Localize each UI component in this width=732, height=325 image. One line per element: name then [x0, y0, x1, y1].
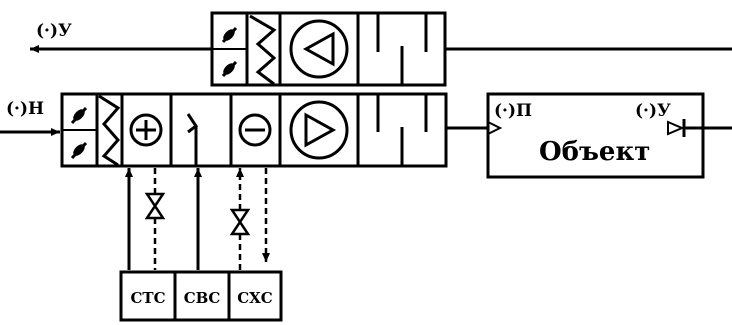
filter-icon	[98, 94, 121, 167]
media-cold-label: СХС	[237, 289, 273, 307]
media-water-label: СВС	[184, 289, 221, 307]
object-box	[486, 92, 705, 179]
object-label: Объект	[539, 137, 650, 167]
object-outlet-arrow-icon	[667, 119, 732, 137]
heater-icon	[129, 113, 163, 147]
supply-point-label: (·)П	[494, 101, 532, 121]
valve-icon	[229, 208, 251, 236]
fan-icon	[289, 19, 349, 79]
exhaust-point-label: (·)У	[635, 101, 671, 121]
media-heat-label: СТС	[130, 289, 165, 307]
media-boxes	[119, 270, 283, 322]
filter-icon	[249, 14, 277, 86]
cooler-icon	[238, 113, 272, 147]
exhaust-out-label: (·)У	[36, 21, 72, 41]
silencer-icon	[376, 94, 428, 166]
fan-icon	[289, 100, 349, 160]
object-inlet-arrow-icon	[487, 121, 503, 135]
valve-icon	[144, 192, 166, 220]
outdoor-in-label: (·)Н	[6, 99, 44, 119]
damper-icon	[212, 26, 247, 78]
supply-unit	[60, 92, 448, 168]
damper-icon	[62, 106, 97, 160]
humidifier-icon	[186, 113, 199, 166]
silencer-icon	[376, 13, 428, 85]
